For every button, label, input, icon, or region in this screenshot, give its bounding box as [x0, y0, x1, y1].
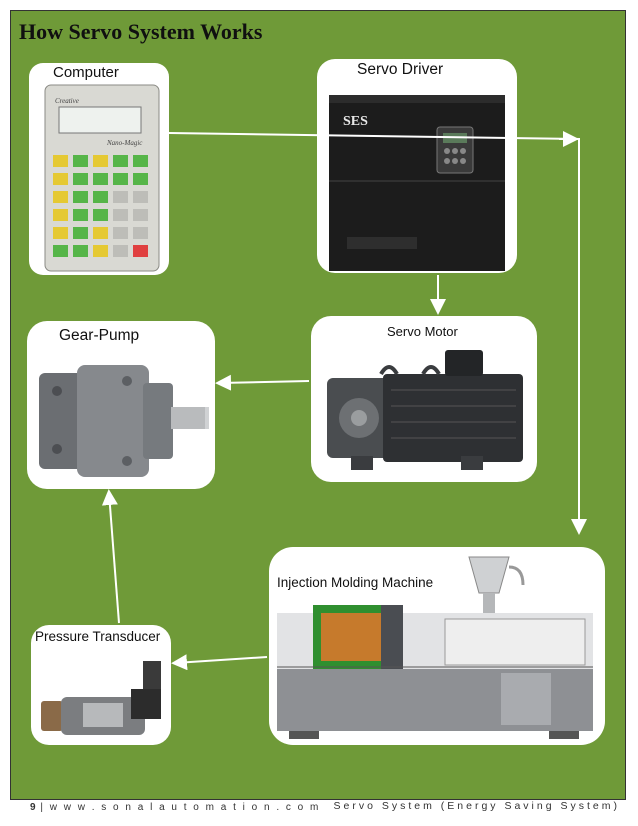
- gear-pump-card: Gear-Pump: [27, 321, 215, 489]
- servo-motor-card: Servo Motor: [311, 316, 537, 482]
- arrow-motor-to-gear-pump: [215, 374, 310, 391]
- injection-molding-label: Injection Molding Machine: [277, 575, 434, 590]
- gear-pump-label: Gear-Pump: [59, 327, 140, 344]
- gear-pump-illustration: [39, 365, 209, 477]
- keypad-grid: [53, 155, 148, 257]
- injection-molding-card: Injection Molding Machine: [269, 547, 605, 745]
- pressure-transducer-card: Pressure Transducer: [31, 625, 171, 745]
- arrow-injection-to-transducer: [171, 654, 268, 671]
- page-footer: 9 | w w w . s o n a l a u t o m a t i o …: [30, 800, 620, 816]
- page-number: 9: [30, 802, 36, 813]
- servo-driver-card: Servo Driver SES: [317, 59, 517, 273]
- servo-driver-label: Servo Driver: [357, 61, 444, 78]
- arrow-transducer-to-gear-pump: [101, 489, 120, 624]
- computer-illustration: Creative Nano-Magic: [44, 84, 160, 272]
- computer-model-text: Nano-Magic: [106, 139, 143, 147]
- servo-motor-illustration: [327, 350, 523, 470]
- page-title: How Servo System Works: [19, 19, 263, 44]
- arrow-computer-to-injection-machine: [168, 132, 587, 535]
- flow-arrows: [101, 131, 587, 671]
- diagram-panel: How Servo System Works Computer Creative…: [10, 10, 626, 800]
- footer-left: 9 | w w w . s o n a l a u t o m a t i o …: [30, 802, 321, 813]
- driver-brand-text: SES: [343, 114, 368, 129]
- pressure-transducer-illustration: [41, 661, 161, 735]
- footer-document-title: Servo System (Energy Saving System): [333, 800, 620, 812]
- servo-motor-label: Servo Motor: [387, 324, 458, 339]
- servo-driver-illustration: SES: [329, 95, 505, 271]
- footer-website: w w w . s o n a l a u t o m a t i o n . …: [49, 802, 321, 813]
- pressure-transducer-label: Pressure Transducer: [35, 629, 161, 644]
- computer-brand-text: Creative: [55, 97, 79, 105]
- computer-label: Computer: [53, 64, 119, 81]
- computer-card: Computer Creative Nano-Magic: [29, 63, 169, 275]
- injection-molding-illustration: [277, 556, 593, 739]
